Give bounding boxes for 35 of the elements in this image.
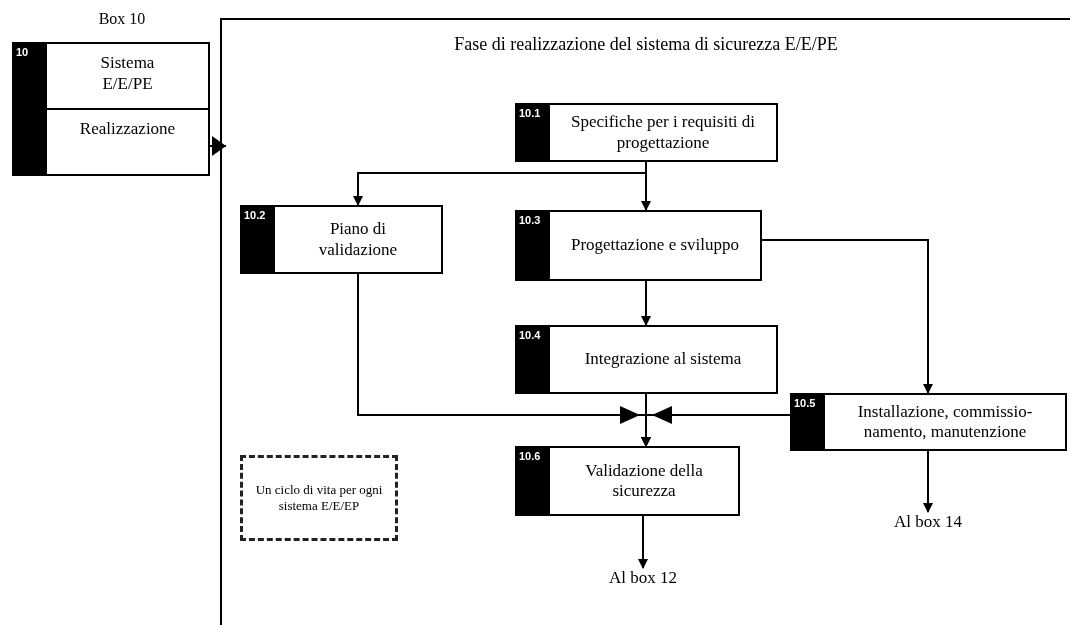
process-box — [515, 210, 762, 281]
arrow — [923, 450, 933, 513]
step-label: Piano di validazione — [317, 218, 399, 261]
box-caption: Box 10 — [97, 10, 147, 28]
arrow — [638, 515, 648, 569]
box-section-label: Sistema E/E/PE — [99, 52, 156, 96]
box-section-label: Realizzazione — [47, 108, 208, 174]
arrow — [641, 161, 651, 211]
frame-title: Fase di realizzazione del sistema di sicurezza E/E/PE — [453, 34, 839, 55]
step-number: 10.6 — [519, 450, 541, 462]
process-box — [790, 393, 1067, 451]
note-box: Un ciclo di vita per ogni sistema E/E/EP — [240, 455, 398, 541]
step-number: 10.2 — [244, 209, 266, 221]
step-number: 10 — [16, 46, 29, 58]
arrow — [641, 280, 651, 326]
step-number: 10.5 — [794, 397, 816, 409]
step-label: Progettazione e sviluppo — [569, 234, 741, 257]
process-box — [515, 103, 778, 162]
arrow — [209, 136, 227, 156]
process-box — [12, 42, 210, 176]
step-number: 10.3 — [519, 214, 541, 226]
process-box — [515, 446, 740, 516]
step-label: Validazione della sicurezza — [584, 459, 704, 502]
step-label: Integrazione al sistema — [583, 348, 743, 371]
arrow — [761, 239, 933, 394]
phase-frame — [220, 18, 1070, 625]
target-text: Al box 14 — [868, 512, 988, 536]
process-box — [240, 205, 443, 274]
target-text: Al box 12 — [583, 568, 703, 592]
step-number: 10.1 — [519, 107, 541, 119]
step-label: Specifiche per i requisiti di progettazione — [569, 111, 757, 154]
process-box — [515, 325, 778, 394]
step-number: 10.4 — [519, 329, 541, 341]
step-label: Installazione, commissio- namento, manutenzione — [856, 400, 1034, 443]
arrow — [641, 406, 791, 447]
